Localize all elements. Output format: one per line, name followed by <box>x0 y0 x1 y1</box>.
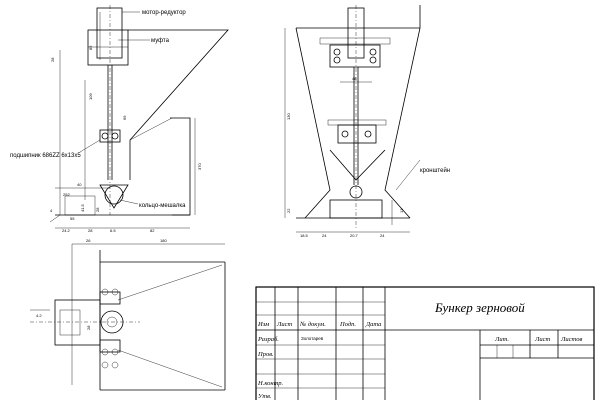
dim-plan-0: 26 <box>86 238 91 243</box>
col-sheets: Листов <box>560 336 582 343</box>
dim-front-13: 6.5 <box>110 228 116 233</box>
dim-side-0: 130 <box>286 113 291 120</box>
col-lit: Лит. <box>494 336 509 343</box>
dim-side-3: 13 <box>399 208 404 213</box>
plan-view: 26 180 4.2 28 <box>30 238 226 391</box>
row-develop: Разраб. <box>257 336 279 343</box>
dim-front-8: 55 <box>70 216 75 221</box>
dim-front-0: 28 <box>50 57 55 62</box>
front-view: мотор-редуктор муфта подшипник 686ZZ 6х1… <box>10 5 229 233</box>
dim-front-11: 24.2 <box>62 228 71 233</box>
side-bracket <box>329 199 383 219</box>
dim-side-4: 18.5 <box>300 233 309 238</box>
dim-front-9: 41.5 <box>80 203 85 212</box>
dim-plan-1: 180 <box>160 238 167 243</box>
dim-front-14: 82 <box>150 228 155 233</box>
dim-front-10: 28 <box>95 207 100 212</box>
developer-name: Золотарев <box>301 336 324 341</box>
col-sign: Подп. <box>339 321 356 328</box>
label-bearing: подшипник 686ZZ 6х13х5 <box>10 153 81 159</box>
side-view: кронштейн 130 48 22 13 18.5 24 20.7 24 <box>284 5 450 238</box>
col-sheet: Лист <box>534 336 551 343</box>
dim-front-6: 252 <box>63 192 70 197</box>
dim-front-1: 85 <box>88 45 93 50</box>
dim-front-5: 40 <box>77 182 82 187</box>
dim-front-12: 28 <box>88 228 93 233</box>
title-block: Бункер зерновой Изм Лист № докум. Подп. … <box>255 286 595 400</box>
row-ncontrol: Н.контр. <box>257 380 284 387</box>
row-approve: Утв. <box>258 393 272 400</box>
label-coupling: муфта <box>151 38 170 44</box>
dim-front-2: 109 <box>88 93 93 100</box>
dim-front-7: 4 <box>50 208 53 213</box>
drawing-title: Бункер зерновой <box>434 300 525 315</box>
hopper-outline <box>128 29 229 180</box>
dim-side-2: 22 <box>286 208 291 213</box>
label-mixer-ring: кольцо-мешалка <box>139 203 186 209</box>
col-date: Дата <box>365 321 381 328</box>
dim-front-3: 69 <box>122 115 127 120</box>
row-check: Пров. <box>257 351 274 358</box>
mixer-ring <box>104 185 124 205</box>
dim-plan-3: 28 <box>86 325 91 330</box>
side-left-wall <box>295 27 331 219</box>
bearing-block <box>99 129 121 143</box>
dim-side-6: 20.7 <box>350 233 359 238</box>
label-motor-reducer: мотор-редуктор <box>142 10 186 16</box>
title-block-frame <box>255 286 595 400</box>
side-coupling <box>329 44 381 68</box>
dim-front-4: 370 <box>197 163 202 170</box>
dim-plan-2: 4.2 <box>36 313 42 318</box>
label-bracket: кронштейн <box>420 167 450 174</box>
col-list: Лист <box>276 321 293 328</box>
side-right-wall <box>384 27 421 219</box>
dim-side-5: 24 <box>322 233 327 238</box>
col-doc: № докум. <box>299 321 326 328</box>
dim-side-1: 48 <box>352 76 357 81</box>
dim-side-7: 24 <box>380 233 385 238</box>
col-izm: Изм <box>257 321 269 328</box>
motor-body <box>96 7 123 59</box>
